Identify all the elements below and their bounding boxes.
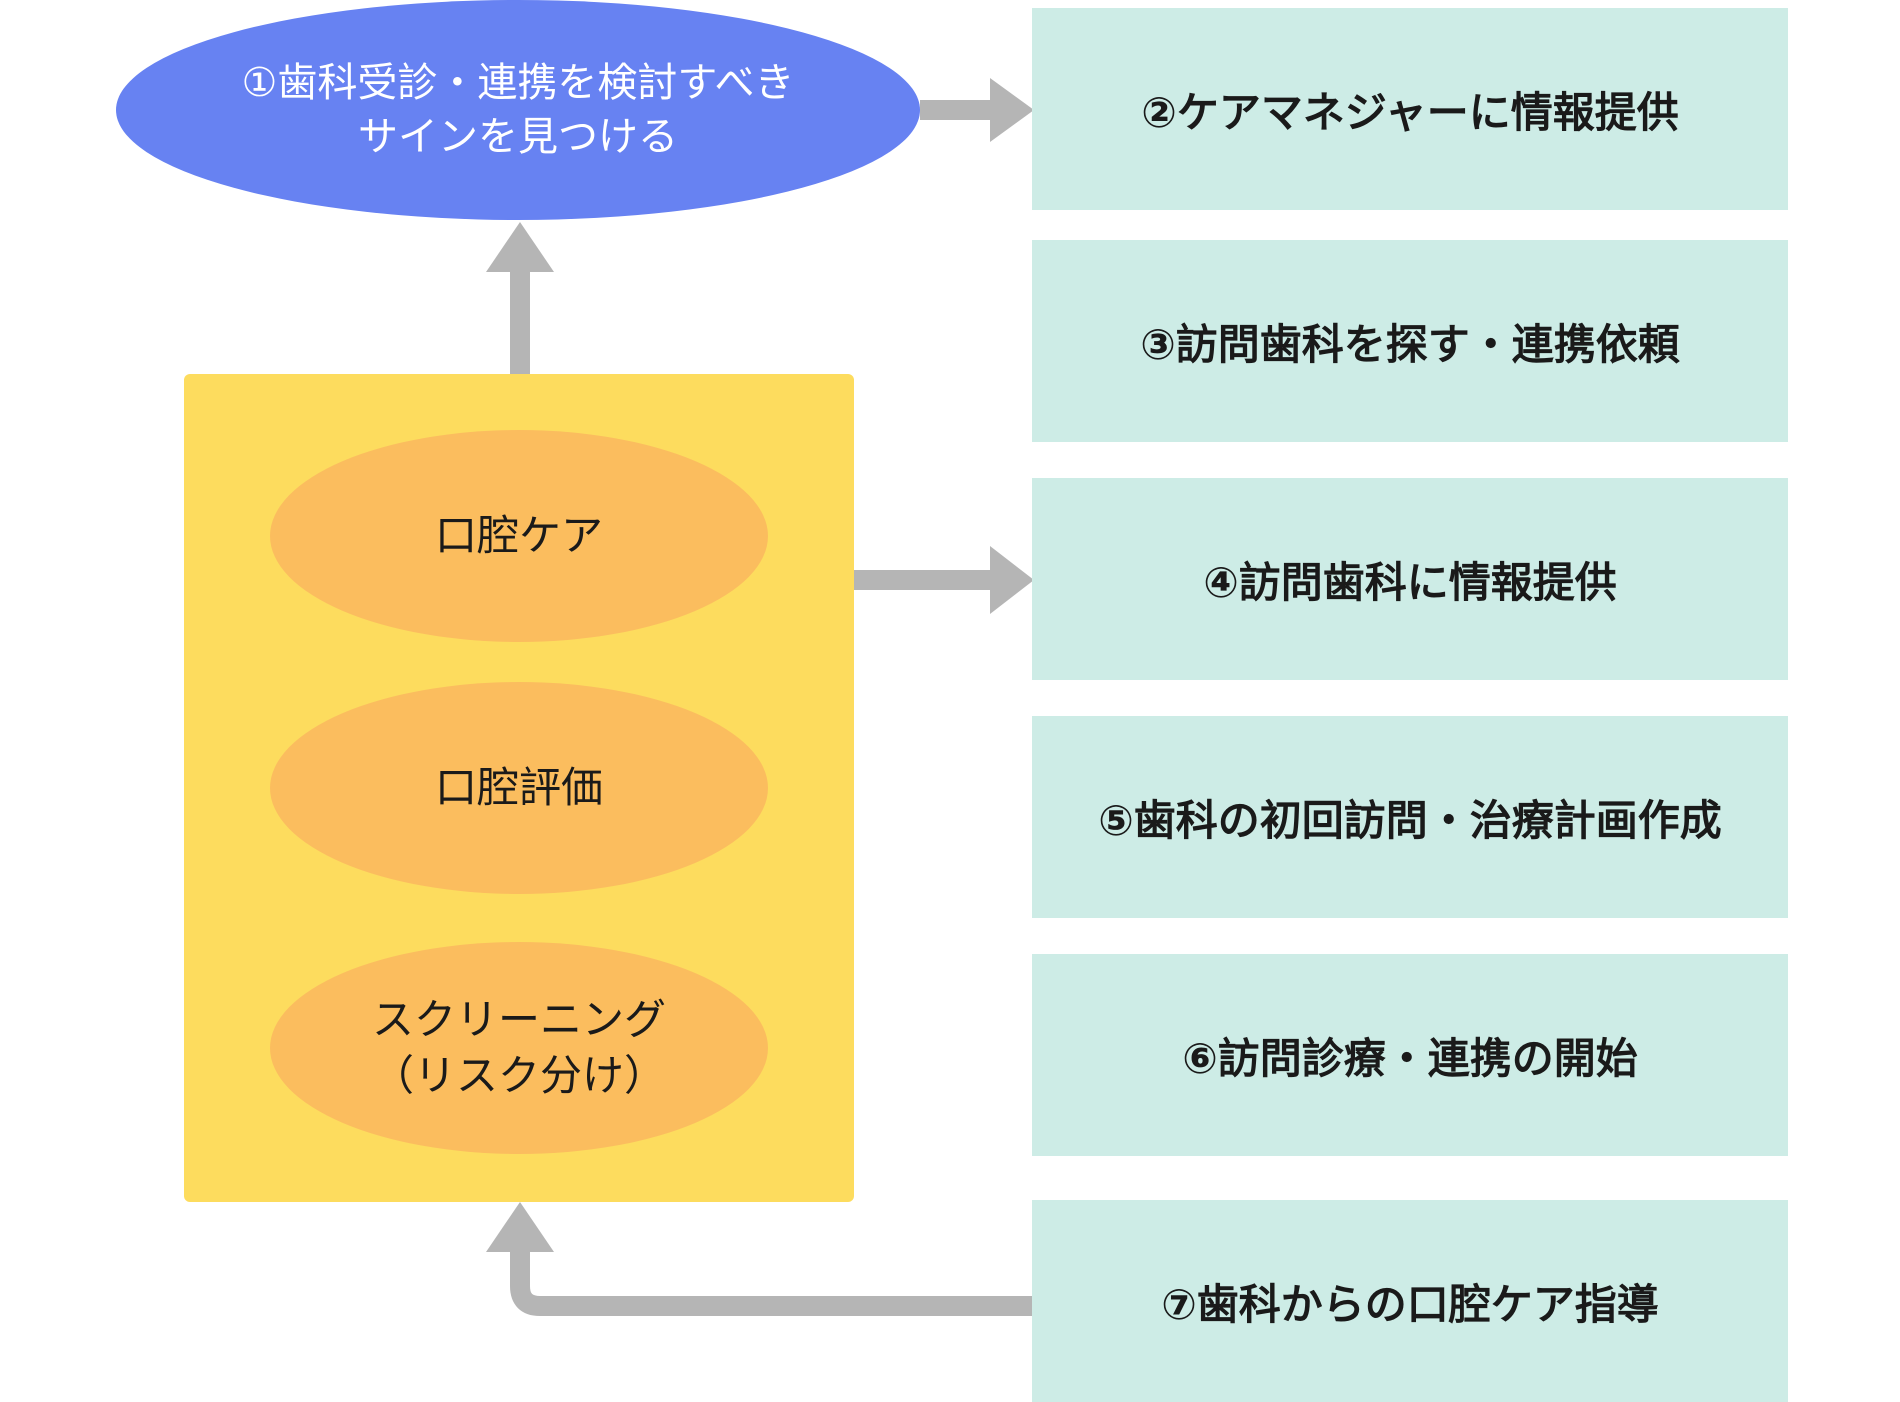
- sign-line-1: ①歯科受診・連携を検討すべき: [241, 60, 795, 106]
- screening-ellipse: スクリーニング （リスク分け）: [270, 942, 768, 1154]
- step-box-4: ④訪問歯科に情報提供: [1032, 478, 1788, 680]
- step-box-2: ②ケアマネジャーに情報提供: [1032, 8, 1788, 210]
- step-box-5: ⑤歯科の初回訪問・治療計画作成: [1032, 716, 1788, 918]
- step-label-2: ②ケアマネジャーに情報提供: [1141, 87, 1679, 137]
- sign-ellipse: ①歯科受診・連携を検討すべき サインを見つける: [116, 0, 920, 220]
- arrow-step-7-to-panel: [510, 1232, 1032, 1316]
- arrow-head-step-4: [990, 546, 1034, 614]
- step-label-6: ⑥訪問診療・連携の開始: [1182, 1033, 1638, 1083]
- arrow-head-step-2: [990, 78, 1034, 142]
- step-label-7: ⑦歯科からの口腔ケア指導: [1161, 1279, 1659, 1329]
- step-box-3: ③訪問歯科を探す・連携依頼: [1032, 240, 1788, 442]
- oral-care-ellipse: 口腔ケア: [270, 430, 768, 642]
- screening-label: スクリーニング: [371, 995, 666, 1044]
- arrow-head-sign: [486, 222, 554, 272]
- oral-evaluation-label: 口腔評価: [434, 763, 603, 812]
- arrow-head-panel: [486, 1202, 554, 1252]
- screening-sublabel: （リスク分け）: [371, 1051, 666, 1100]
- sign-line-2: サインを見つける: [358, 114, 678, 160]
- step-box-7: ⑦歯科からの口腔ケア指導: [1032, 1200, 1788, 1402]
- step-box-6: ⑥訪問診療・連携の開始: [1032, 954, 1788, 1156]
- step-label-4: ④訪問歯科に情報提供: [1203, 557, 1617, 607]
- oral-evaluation-ellipse: 口腔評価: [270, 682, 768, 894]
- oral-care-label: 口腔ケア: [434, 511, 603, 560]
- step-label-5: ⑤歯科の初回訪問・治療計画作成: [1098, 795, 1722, 845]
- step-label-3: ③訪問歯科を探す・連携依頼: [1140, 319, 1680, 369]
